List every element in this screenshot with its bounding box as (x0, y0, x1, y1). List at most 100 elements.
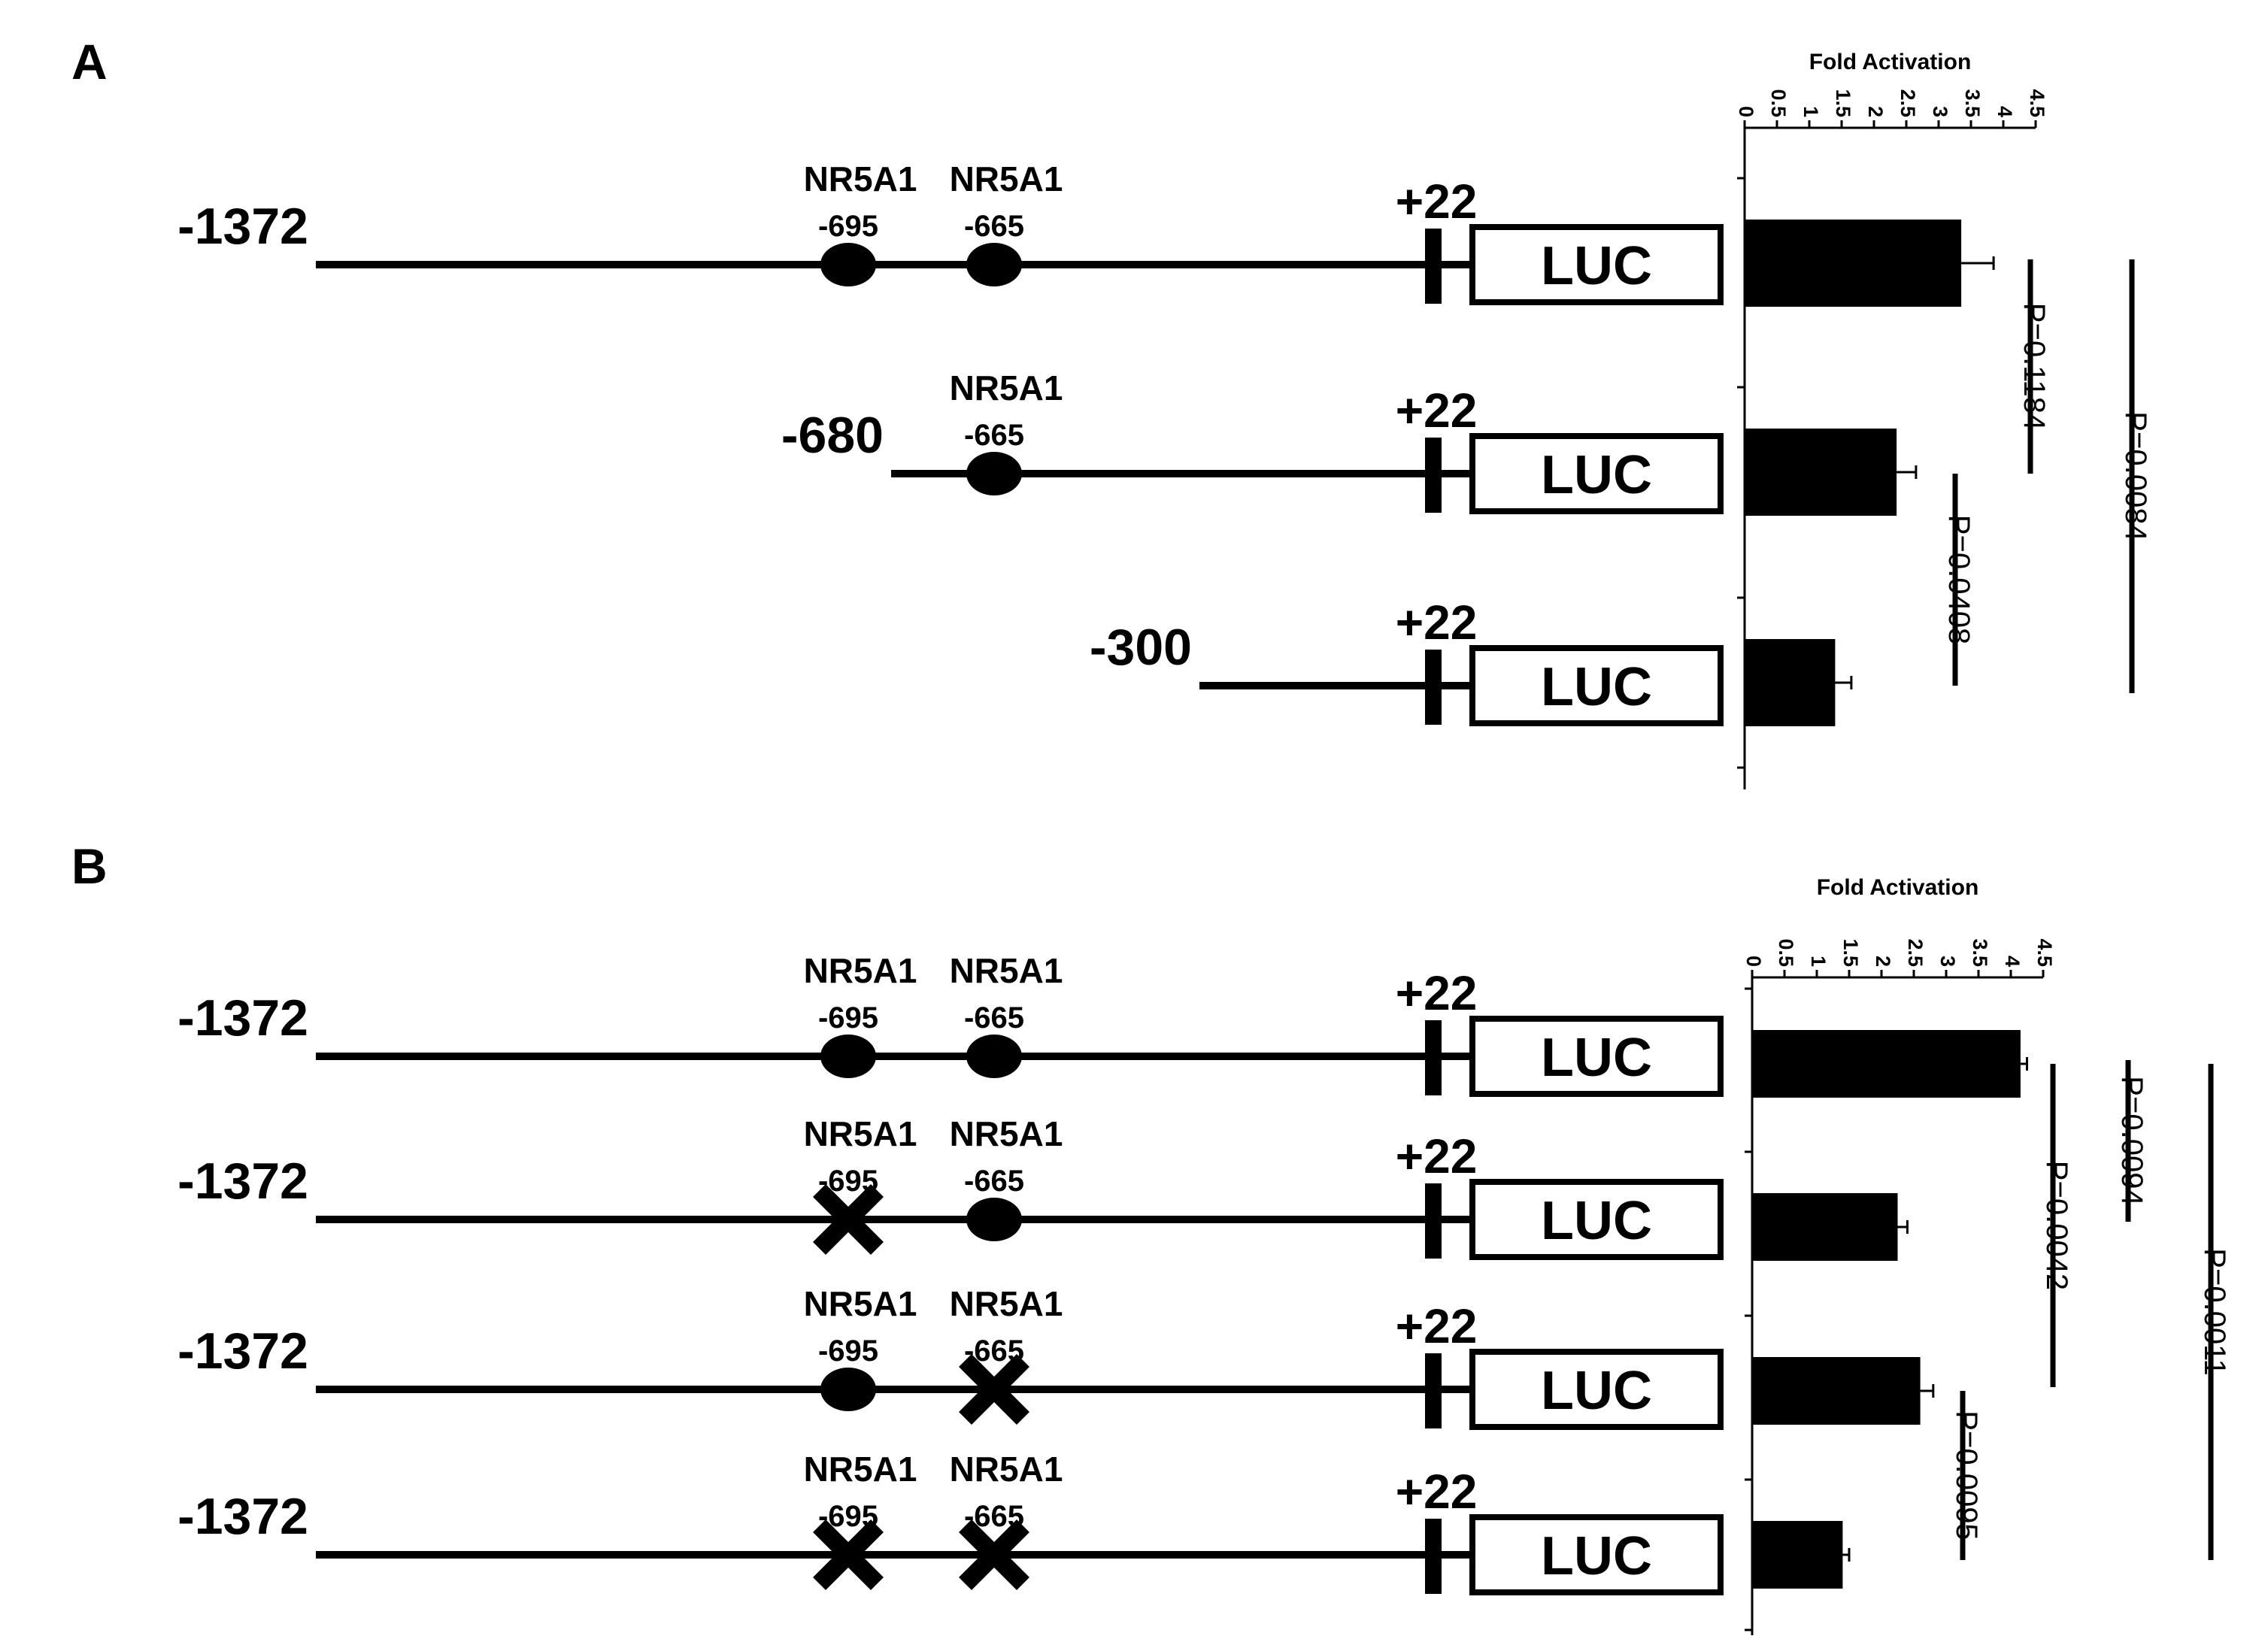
site-name-label: NR5A1 (950, 1284, 1063, 1323)
binding-site-ellipse (820, 243, 876, 286)
site-name-label: NR5A1 (804, 951, 917, 990)
construct-end-label: +22 (1396, 1465, 1478, 1519)
constructs-b: -1372+22LUCNR5A1-695NR5A1-665-1372+22LUC… (177, 951, 1724, 1595)
luc-reporter-label: LUC (1541, 657, 1652, 717)
transcription-start-mark (1425, 438, 1442, 513)
mutated-site-mark (813, 1519, 884, 1590)
luc-reporter-label: LUC (1541, 1526, 1652, 1586)
luc-reporter-label: LUC (1541, 1191, 1652, 1251)
site-position-label: -665 (964, 210, 1024, 243)
bar (1752, 1193, 1898, 1261)
p-value-label: P=0.1184 (2018, 303, 2051, 430)
mutated-site-mark (813, 1184, 884, 1255)
bar (1745, 429, 1897, 516)
luc-reporter-box (1469, 1179, 1724, 1260)
construct-end-label: +22 (1396, 383, 1478, 438)
luc-reporter-box (1469, 645, 1724, 726)
binding-site-ellipse (820, 1368, 876, 1411)
x-tick-label: 3 (1936, 956, 1959, 967)
mutated-site-mark (959, 1519, 1029, 1590)
luc-reporter-label: LUC (1541, 1028, 1652, 1088)
p-value-label: P=0.0408 (1942, 515, 1975, 644)
x-tick-label: 2.5 (1904, 938, 1927, 967)
luc-reporter-box (1469, 1349, 1724, 1430)
mutated-site-mark (959, 1354, 1029, 1425)
site-position-label: -695 (818, 1001, 878, 1035)
p-value-label: P=0.0084 (2119, 411, 2152, 541)
x-tick-label: 1.5 (1839, 938, 1862, 967)
construct-start-label: -1372 (177, 989, 308, 1047)
binding-site-ellipse (966, 452, 1022, 495)
construct-start-label: -1372 (177, 1322, 308, 1380)
site-name-label: NR5A1 (804, 1114, 917, 1153)
luc-reporter-box (1469, 224, 1724, 305)
site-position-label: -665 (964, 1001, 1024, 1035)
x-tick-label: 0 (1735, 106, 1757, 117)
bar (1752, 1030, 2021, 1098)
construct-end-label: +22 (1396, 174, 1478, 229)
site-name-label: NR5A1 (804, 159, 917, 198)
binding-site-ellipse (966, 1035, 1022, 1078)
construct-end-label: +22 (1396, 966, 1478, 1020)
bar (1752, 1357, 1921, 1425)
constructs-a: -1372+22LUCNR5A1-695NR5A1-665-680+22LUCN… (177, 159, 1724, 726)
luc-reporter-label: LUC (1541, 445, 1652, 505)
x-tick-label: 3.5 (1961, 89, 1984, 117)
site-name-label: NR5A1 (950, 1114, 1063, 1153)
luc-reporter-box (1469, 433, 1724, 514)
panel-b: B -1372+22LUCNR5A1-695NR5A1-665-1372+22L… (71, 838, 2231, 1635)
bar (1745, 220, 1962, 307)
x-tick-label: 4.5 (2026, 89, 2048, 117)
construct-start-label: -1372 (177, 1153, 308, 1210)
p-value-label: P=0.0095 (1950, 1410, 1983, 1540)
bar (1752, 1521, 1843, 1589)
site-name-label: NR5A1 (950, 159, 1063, 198)
binding-site-ellipse (966, 1198, 1022, 1241)
p-value-label: P=0.0094 (2115, 1076, 2148, 1205)
site-name-label: NR5A1 (804, 1284, 917, 1323)
construct-end-label: +22 (1396, 1129, 1478, 1183)
x-tick-label: 3 (1929, 106, 1951, 117)
p-value-label: P=0.0011 (2198, 1248, 2231, 1375)
transcription-start-mark (1425, 1519, 1442, 1594)
x-tick-label: 1 (1800, 106, 1822, 117)
x-tick-label: 4 (1994, 106, 2016, 117)
transcription-start-mark (1425, 229, 1442, 304)
luc-reporter-box (1469, 1016, 1724, 1097)
construct-start-label: -680 (781, 407, 884, 464)
luc-reporter-label: LUC (1541, 236, 1652, 296)
x-tick-label: 2 (1864, 106, 1887, 117)
chart-title: Fold Activation (1817, 875, 1979, 900)
site-position-label: -695 (818, 1334, 878, 1368)
site-position-label: -665 (964, 419, 1024, 452)
site-name-label: NR5A1 (950, 951, 1063, 990)
panel-letter-b: B (71, 838, 108, 894)
construct-start-label: -1372 (177, 198, 308, 255)
x-tick-label: 0.5 (1775, 938, 1797, 967)
x-tick-label: 1 (1807, 956, 1830, 967)
x-tick-label: 2.5 (1897, 89, 1919, 117)
site-name-label: NR5A1 (804, 1450, 917, 1489)
site-name-label: NR5A1 (950, 1450, 1063, 1489)
construct-end-label: +22 (1396, 1299, 1478, 1353)
transcription-start-mark (1425, 650, 1442, 725)
binding-site-ellipse (966, 243, 1022, 286)
bar (1745, 639, 1836, 726)
x-tick-label: 1.5 (1832, 89, 1854, 117)
chart-title: Fold Activation (1809, 50, 1972, 74)
p-value-label: P=0.0042 (2040, 1161, 2073, 1290)
x-tick-label: 0 (1742, 956, 1765, 967)
x-tick-label: 4.5 (2033, 938, 2056, 967)
binding-site-ellipse (820, 1035, 876, 1078)
luc-reporter-label: LUC (1541, 1361, 1652, 1421)
panel-a: A -1372+22LUCNR5A1-695NR5A1-665-680+22LU… (71, 34, 2152, 789)
transcription-start-mark (1425, 1353, 1442, 1428)
